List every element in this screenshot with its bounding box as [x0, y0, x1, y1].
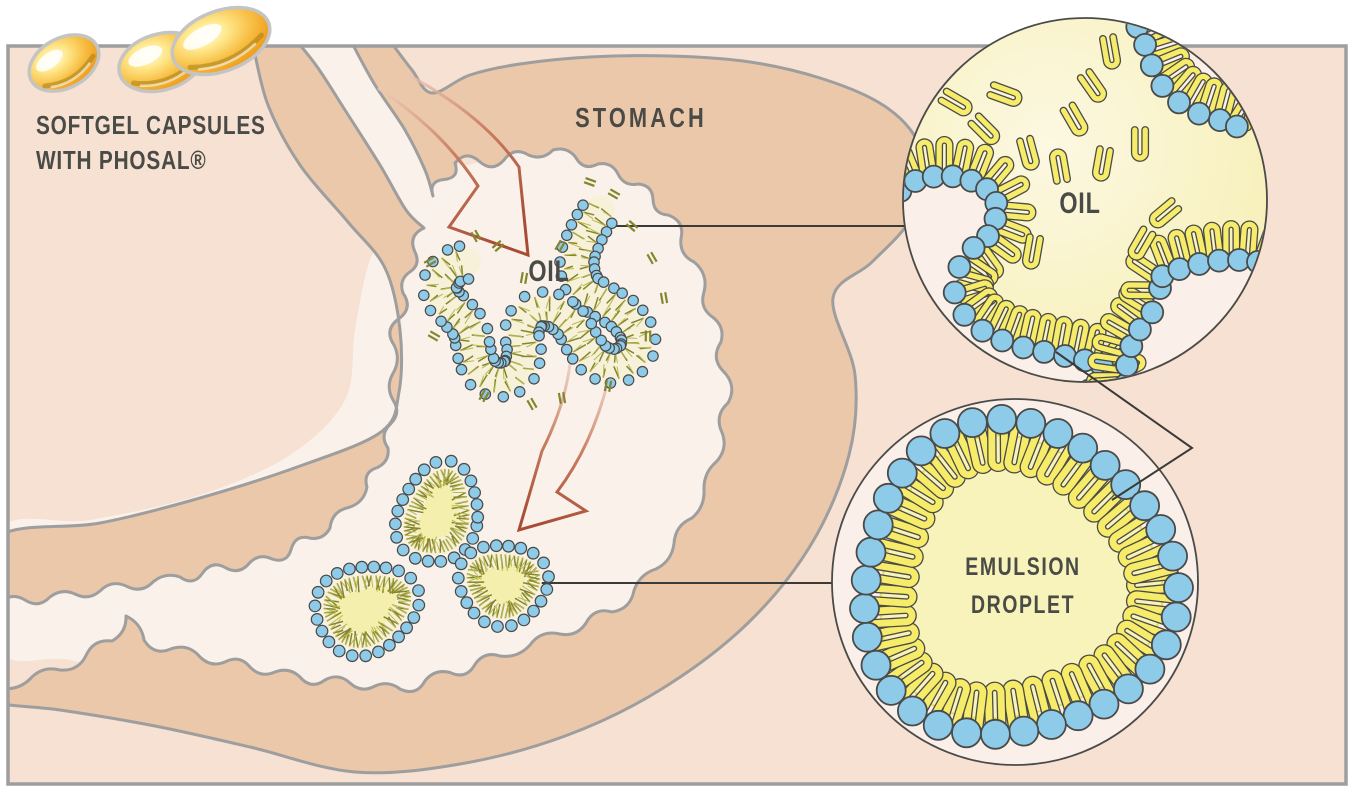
- oil-mass: [417, 177, 669, 411]
- emulsion-label-line2-text: DROPLET: [970, 591, 1076, 619]
- softgel-capsules: [27, 5, 272, 94]
- stomach-wall-left: [8, 46, 426, 606]
- title-line1-text: SOFTGEL CAPSULES: [36, 110, 266, 140]
- stomach-wall-right: [8, 46, 927, 775]
- oil-label-stomach-text: OIL: [528, 255, 570, 288]
- ingestion-arrow-icon: [377, 72, 530, 258]
- capsule-1: [27, 33, 101, 93]
- emulsion-label-line1-text: EMULSION: [965, 553, 1081, 581]
- small-droplet-2: [308, 560, 426, 663]
- emulsion-label-line2: DROPLET: [956, 593, 1089, 618]
- emulsion-label-line1: EMULSION: [949, 555, 1097, 580]
- panel-border: [6, 44, 1348, 786]
- dispersion-arrow-icon: [516, 363, 614, 533]
- callout-line-membrane: [1055, 351, 1194, 501]
- inset-circle-emulsion: [831, 398, 1199, 766]
- oil-label-inset: OIL: [1054, 189, 1107, 219]
- emulsion-droplets-small: [308, 454, 555, 663]
- stomach-illustration: [8, 46, 927, 775]
- oil-label-stomach: OIL: [523, 257, 576, 287]
- title-line2-text: WITH PHOSAL®: [36, 145, 207, 175]
- small-droplet-1: [389, 454, 485, 568]
- small-droplet-3: [451, 539, 555, 633]
- oil-label-inset-text: OIL: [1059, 187, 1101, 220]
- stomach-label-text: STOMACH: [575, 102, 707, 133]
- title-line1: SOFTGEL CAPSULES: [36, 112, 323, 138]
- stomach-label: STOMACH: [556, 104, 725, 132]
- capsule-3: [170, 5, 272, 77]
- title-line2: WITH PHOSAL®: [36, 147, 249, 173]
